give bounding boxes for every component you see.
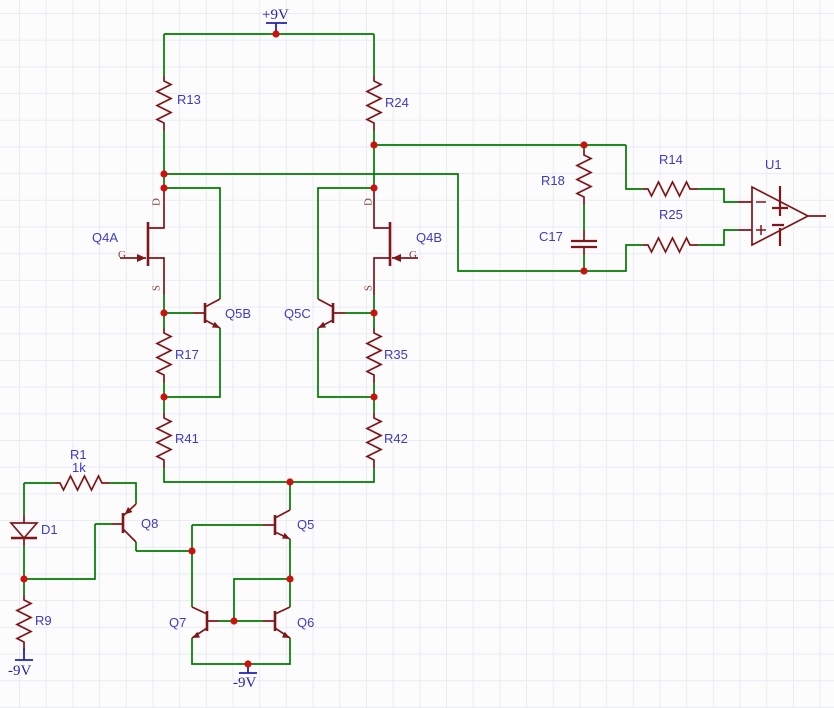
npn-q5b[interactable] — [193, 298, 221, 329]
power-label-plus9v[interactable]: +9V — [262, 7, 289, 23]
label-r14[interactable]: R14 — [659, 152, 683, 167]
power-symbol-minus9v-left[interactable] — [15, 648, 33, 661]
label-q4a[interactable]: Q4A — [92, 230, 118, 245]
label-r42[interactable]: R42 — [384, 431, 408, 446]
label-q4b[interactable]: Q4B — [416, 230, 442, 245]
label-r1[interactable]: R1 — [70, 447, 87, 462]
resistor-r13[interactable] — [156, 75, 172, 132]
labels: +9V -9V -9V R13 R24 R18 C17 R14 R25 U1 Q… — [8, 7, 782, 691]
resistor-r17[interactable] — [156, 327, 172, 384]
label-r9[interactable]: R9 — [35, 613, 52, 628]
label-r24[interactable]: R24 — [385, 95, 409, 110]
diode-d1[interactable] — [9, 515, 39, 546]
label-c17[interactable]: C17 — [539, 229, 563, 244]
pin-label-gate-q4b: G — [409, 249, 417, 261]
resistor-r24[interactable] — [366, 75, 382, 132]
pin-label-drain-q4b: D — [363, 198, 375, 206]
resistor-r18[interactable] — [576, 149, 592, 206]
label-d1[interactable]: D1 — [41, 522, 58, 537]
label-r25[interactable]: R25 — [659, 207, 683, 222]
power-label-minus9v-left[interactable]: -9V — [8, 663, 31, 679]
pnp-q8[interactable] — [112, 503, 137, 543]
junction-dots — [20, 30, 588, 668]
resistor-r42[interactable] — [366, 412, 382, 469]
pin-label-gate-q4a: G — [118, 249, 126, 261]
npn-q7[interactable] — [191, 606, 219, 639]
resistor-r1[interactable] — [54, 475, 111, 491]
jfet-q4b[interactable] — [373, 190, 418, 295]
resistor-r25[interactable] — [642, 237, 699, 253]
jfet-q4a[interactable] — [120, 190, 165, 295]
label-q5c[interactable]: Q5C — [284, 306, 311, 321]
label-q5b[interactable]: Q5B — [225, 306, 251, 321]
pin-label-source-q4a: S — [151, 285, 163, 291]
label-r1-value[interactable]: 1k — [72, 460, 86, 475]
power-label-minus9v-bottom[interactable]: -9V — [233, 675, 256, 691]
resistor-r14[interactable] — [642, 181, 699, 197]
npn-q5[interactable] — [263, 509, 291, 540]
label-r17[interactable]: R17 — [175, 347, 199, 362]
label-r35[interactable]: R35 — [384, 347, 408, 362]
resistor-r35[interactable] — [366, 327, 382, 384]
resistor-r9[interactable] — [16, 594, 32, 651]
wires[interactable] — [23, 33, 738, 665]
pin-label-source-q4b: S — [363, 285, 375, 291]
pin-name-labels: D G S D G S — [118, 198, 417, 291]
label-q8[interactable]: Q8 — [141, 516, 158, 531]
resistor-r41[interactable] — [156, 412, 172, 469]
label-r41[interactable]: R41 — [175, 431, 199, 446]
label-q7[interactable]: Q7 — [169, 615, 186, 630]
label-q5[interactable]: Q5 — [297, 517, 314, 532]
opamp-u1[interactable] — [738, 185, 826, 247]
label-q6[interactable]: Q6 — [297, 615, 314, 630]
label-u1[interactable]: U1 — [765, 157, 782, 172]
npn-q6[interactable] — [263, 606, 291, 639]
label-r18[interactable]: R18 — [541, 173, 565, 188]
label-r13[interactable]: R13 — [177, 92, 201, 107]
npn-q5c[interactable] — [317, 298, 345, 329]
capacitor-c17[interactable] — [571, 230, 597, 255]
pin-label-drain-q4a: D — [151, 198, 163, 206]
resistor-symbols[interactable] — [16, 75, 699, 651]
